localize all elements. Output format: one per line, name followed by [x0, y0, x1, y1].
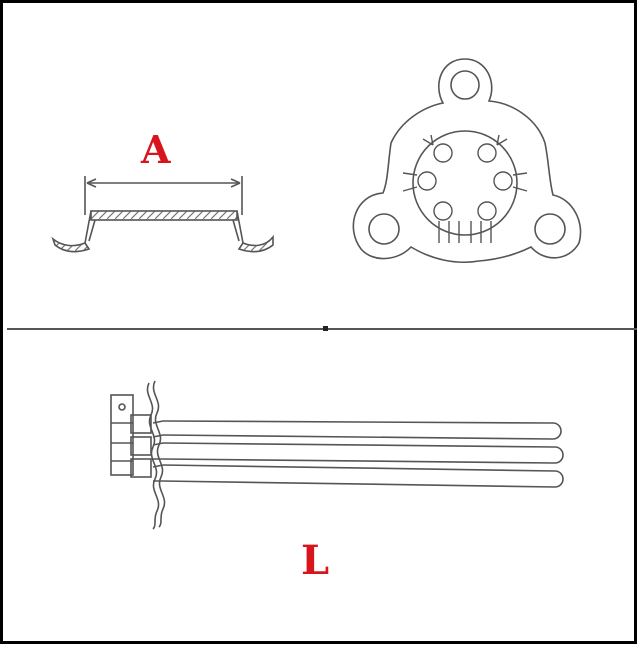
dimension-line-a: [84, 176, 243, 215]
terminal-group: [402, 134, 528, 243]
diagram-drawing: [7, 58, 637, 530]
dimension-label-a: A: [141, 127, 171, 172]
flange-cross-section: [51, 176, 274, 253]
flange-outline: [352, 58, 582, 264]
terminal-block: [110, 394, 152, 478]
center-boss: [412, 130, 518, 236]
flange-profile: [152, 380, 166, 528]
heating-tubes: [152, 420, 564, 488]
divider-marker: [323, 326, 328, 331]
mounting-hole-top: [450, 70, 480, 100]
flange-top-view: [352, 58, 582, 264]
mounting-hole-right: [534, 213, 566, 245]
heater-side-view: [110, 380, 564, 530]
dimension-label-l: L: [301, 537, 330, 584]
mounting-hole-left: [368, 213, 400, 245]
